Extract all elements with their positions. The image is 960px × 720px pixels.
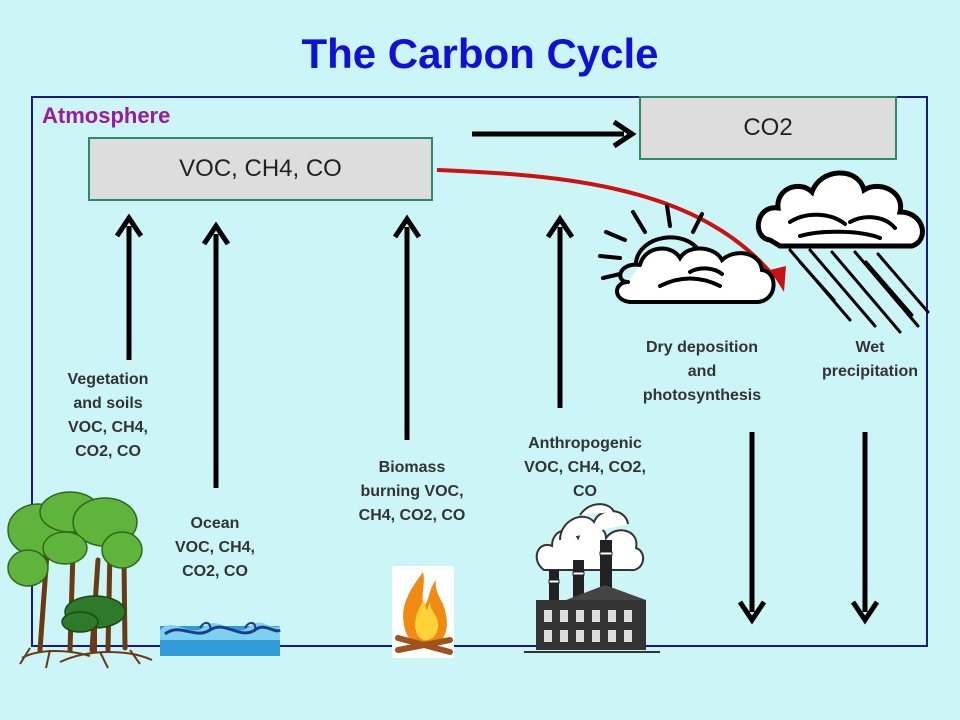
- ocean-wave-icon: [160, 622, 281, 656]
- down-arrow-wet-precipitation: [850, 432, 880, 625]
- wet-precipitation-label: Wet precipitation: [821, 339, 918, 380]
- anthropogenic-source-label: Anthropogenic VOC, CH4, CO2, CO: [524, 435, 646, 500]
- atmosphere-label: Atmosphere: [42, 103, 171, 128]
- up-arrow-biomass: [392, 214, 422, 440]
- fire-icon: [392, 566, 454, 658]
- voc-ch4-co-box: VOC, CH4, CO: [88, 137, 433, 201]
- co2-box: CO2: [639, 96, 897, 160]
- biomass-source-label: Biomass burning VOC, CH4, CO2, CO: [358, 459, 466, 524]
- tree-icon: [7, 491, 153, 669]
- oxidation-arrow-to-co2: [472, 119, 637, 149]
- red-deposition-arrow: [436, 168, 786, 292]
- up-arrow-vegetation: [114, 213, 144, 360]
- vegetation-source-label: Vegetation and soils VOC, CH4, CO2, CO: [67, 371, 149, 460]
- up-arrow-ocean: [201, 221, 231, 488]
- ocean-source-label: Ocean VOC, CH4, CO2, CO: [174, 515, 255, 580]
- factory-icon: [524, 503, 660, 653]
- page-title: The Carbon Cycle: [301, 30, 659, 77]
- sun-cloud-icon: [598, 204, 776, 304]
- rain-cloud-icon: [755, 170, 930, 334]
- up-arrow-anthropogenic: [545, 214, 575, 408]
- down-arrow-dry-deposition: [737, 432, 767, 625]
- dry-deposition-label: Dry deposition and photosynthesis: [642, 339, 762, 404]
- atmosphere-frame: [31, 96, 928, 647]
